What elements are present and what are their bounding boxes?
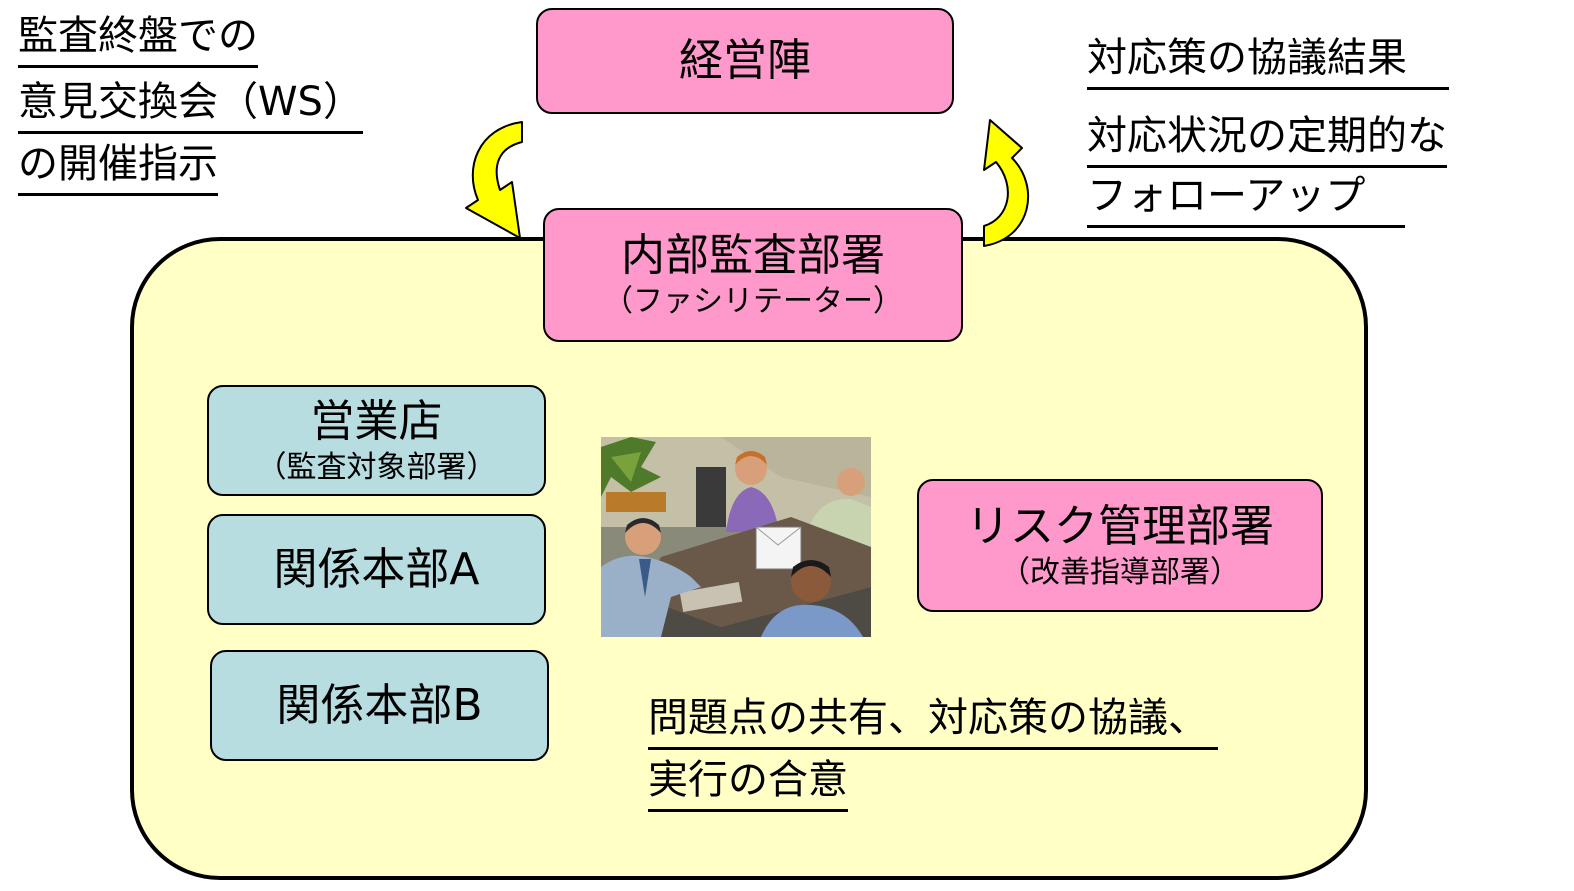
note-followup: 対応策の協議結果 対応状況の定期的な フォローアップ xyxy=(1087,30,1449,228)
down-curved-arrow-icon xyxy=(465,121,523,239)
note-line: 対応策の協議結果 xyxy=(1087,30,1449,90)
note-workshop-instruction: 監査終盤での 意見交換会（WS） の開催指示 xyxy=(18,8,363,196)
internal-audit-sub: （ファシリテーター） xyxy=(603,284,903,319)
note-line: 実行の合意 xyxy=(648,752,848,812)
note-line: フォローアップ xyxy=(1087,168,1406,228)
hq-a-box: 関係本部A xyxy=(207,514,546,625)
note-line: 意見交換会（WS） xyxy=(18,74,363,134)
risk-management-label: リスク管理部署 xyxy=(966,500,1274,552)
note-agreement: 問題点の共有、対応策の協議、 実行の合意 xyxy=(648,690,1218,812)
meeting-illustration xyxy=(601,437,871,637)
branch-label: 営業店 xyxy=(310,395,443,447)
management-box: 経営陣 xyxy=(536,8,954,114)
internal-audit-label: 内部監査部署 xyxy=(621,230,885,281)
internal-audit-box: 内部監査部署 （ファシリテーター） xyxy=(543,208,963,342)
note-line: 監査終盤での xyxy=(18,8,258,68)
up-curved-arrow-icon xyxy=(983,119,1029,247)
note-line: の開催指示 xyxy=(18,136,218,196)
management-label: 経営陣 xyxy=(679,35,811,86)
hq-b-label: 関係本部B xyxy=(276,679,483,731)
risk-management-box: リスク管理部署 （改善指導部署） xyxy=(917,479,1323,612)
risk-management-sub: （改善指導部署） xyxy=(1000,554,1240,590)
note-line: 対応状況の定期的な xyxy=(1087,108,1447,168)
hq-a-label: 関係本部A xyxy=(273,543,480,595)
hq-b-box: 関係本部B xyxy=(210,650,549,761)
branch-box: 営業店 （監査対象部署） xyxy=(207,385,546,496)
branch-sub: （監査対象部署） xyxy=(256,449,497,485)
note-line: 問題点の共有、対応策の協議、 xyxy=(648,690,1218,750)
